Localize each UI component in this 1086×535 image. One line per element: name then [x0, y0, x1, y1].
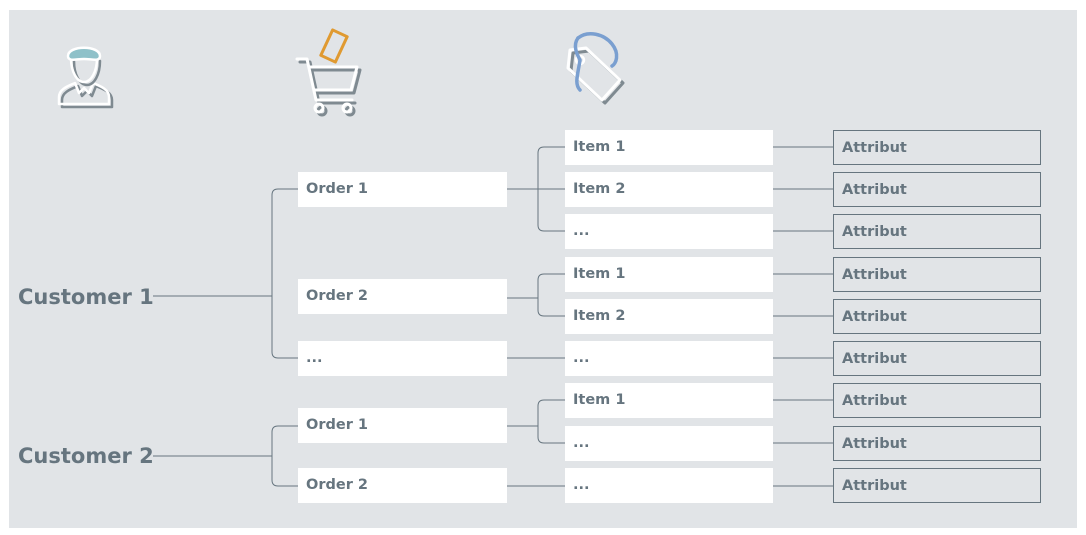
item-box: Item 1	[565, 257, 773, 292]
customer-label: Customer 1	[18, 285, 154, 309]
item-box: Item 2	[565, 299, 773, 334]
customer-icon	[57, 46, 114, 109]
item-box: Item 2	[565, 172, 773, 207]
attribute-box: Attribut	[833, 383, 1041, 418]
attribute-box: Attribut	[833, 468, 1041, 503]
item-box: ...	[565, 426, 773, 461]
attribute-box: Attribut	[833, 257, 1041, 292]
connector-line	[537, 273, 565, 317]
diagram-panel	[9, 10, 1077, 528]
attribute-box: Attribut	[833, 172, 1041, 207]
customer-label: Customer 2	[18, 444, 154, 468]
order-box: Order 2	[298, 279, 507, 314]
item-box: ...	[565, 341, 773, 376]
attribute-box: Attribut	[833, 299, 1041, 334]
attribute-box: Attribut	[833, 214, 1041, 249]
attribute-box: Attribut	[833, 426, 1041, 461]
item-box: ...	[565, 468, 773, 503]
item-box: Item 1	[565, 383, 773, 418]
item-box: ...	[565, 214, 773, 249]
order-box: Order 1	[298, 172, 507, 207]
connector-line	[537, 399, 565, 444]
order-box: Order 1	[298, 408, 507, 443]
price-tag-icon	[566, 32, 625, 105]
order-box: ...	[298, 341, 507, 376]
connector-line	[271, 188, 298, 359]
item-box: Item 1	[565, 130, 773, 165]
shopping-cart-icon	[295, 28, 362, 117]
connector-line	[537, 146, 565, 232]
attribute-box: Attribut	[833, 130, 1041, 165]
connector-line	[271, 425, 298, 487]
attribute-box: Attribut	[833, 341, 1041, 376]
order-box: Order 2	[298, 468, 507, 503]
